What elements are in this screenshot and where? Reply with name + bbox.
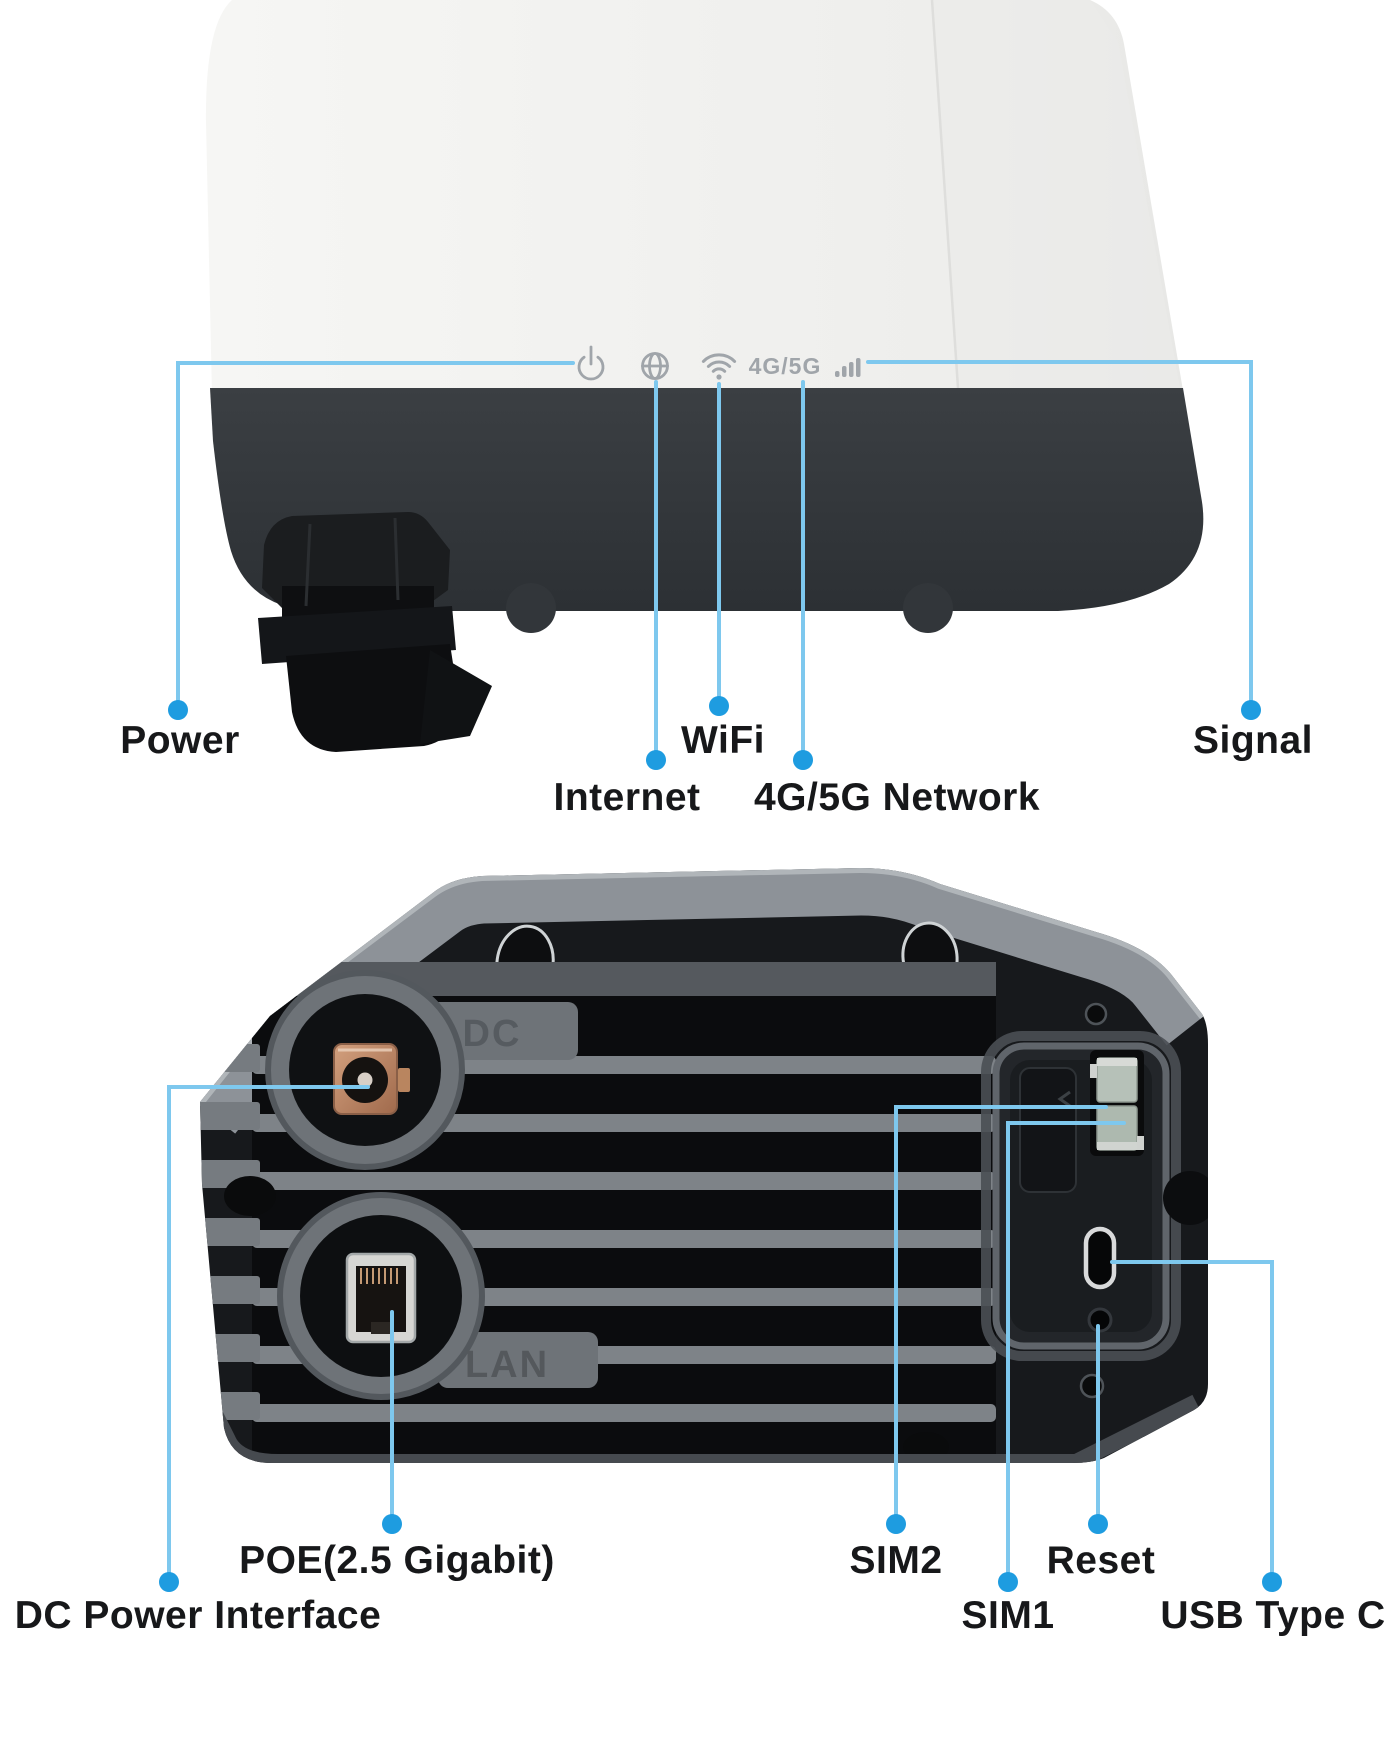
callout-line-power bbox=[176, 361, 575, 704]
lan-poe-port bbox=[277, 1192, 485, 1400]
power-icon bbox=[577, 345, 605, 381]
callout-label-usb: USB Type C bbox=[1160, 1594, 1386, 1637]
panel-screw-top bbox=[1084, 1002, 1108, 1026]
callout-dot-reset bbox=[1088, 1514, 1108, 1534]
callout-line-usb bbox=[1110, 1260, 1274, 1576]
front-facet-shade bbox=[932, 0, 1180, 388]
callout-dot-power bbox=[168, 700, 188, 720]
callout-dot-usb bbox=[1262, 1572, 1282, 1592]
callout-dot-dc-power bbox=[159, 1572, 179, 1592]
callout-dot-sim2 bbox=[886, 1514, 906, 1534]
callout-label-sim2: SIM2 bbox=[849, 1539, 943, 1582]
callout-dot-network bbox=[793, 750, 813, 770]
front-foot-right bbox=[903, 583, 953, 633]
network-mode-text: 4G/5G bbox=[749, 353, 822, 379]
callout-dot-sim1 bbox=[998, 1572, 1018, 1592]
router-front-view: 4G/5G bbox=[205, 0, 1204, 752]
callout-label-sim1: SIM1 bbox=[961, 1594, 1055, 1637]
dc-label-tab bbox=[428, 1002, 578, 1060]
lan-label-tab bbox=[438, 1332, 598, 1388]
globe-icon bbox=[641, 352, 669, 380]
callout-dot-internet bbox=[646, 750, 666, 770]
cable-gland bbox=[258, 512, 492, 752]
callout-label-poe: POE(2.5 Gigabit) bbox=[239, 1539, 555, 1582]
callout-line-signal bbox=[866, 360, 1253, 704]
signal-strength-icon bbox=[835, 358, 861, 377]
router-back-view: DC LAN bbox=[200, 868, 1208, 1463]
dc-power-port bbox=[265, 970, 465, 1170]
callout-label-internet: Internet bbox=[553, 776, 701, 819]
front-facet-line bbox=[930, 0, 960, 389]
callout-label-signal: Signal bbox=[1192, 719, 1314, 762]
callout-label-reset: Reset bbox=[1046, 1539, 1156, 1582]
lan-embossed-label: LAN bbox=[465, 1344, 549, 1386]
callout-label-wifi: WiFi bbox=[681, 719, 765, 762]
front-dark-band bbox=[210, 388, 1204, 611]
callout-line-dc-power bbox=[167, 1085, 370, 1576]
callout-label-dc-power: DC Power Interface bbox=[14, 1594, 382, 1637]
wifi-icon bbox=[701, 353, 737, 380]
callout-label-power: Power bbox=[120, 719, 240, 762]
side-peg bbox=[224, 1176, 276, 1216]
panel-right-notch bbox=[1163, 1171, 1208, 1225]
usb-c-port bbox=[1083, 1226, 1117, 1290]
back-top-rim-highlight bbox=[200, 868, 1208, 1108]
callout-dot-poe bbox=[382, 1514, 402, 1534]
callout-dot-signal bbox=[1241, 700, 1261, 720]
dc-embossed-label: DC bbox=[463, 1013, 522, 1055]
callout-dot-wifi bbox=[709, 696, 729, 716]
connector-panel bbox=[981, 1031, 1181, 1361]
callout-line-sim2 bbox=[894, 1105, 1108, 1518]
front-foot-left bbox=[506, 583, 556, 633]
sim-slots bbox=[1090, 1050, 1144, 1156]
callout-label-network: 4G/5G Network bbox=[753, 776, 1041, 819]
callout-line-sim1 bbox=[1006, 1121, 1126, 1576]
